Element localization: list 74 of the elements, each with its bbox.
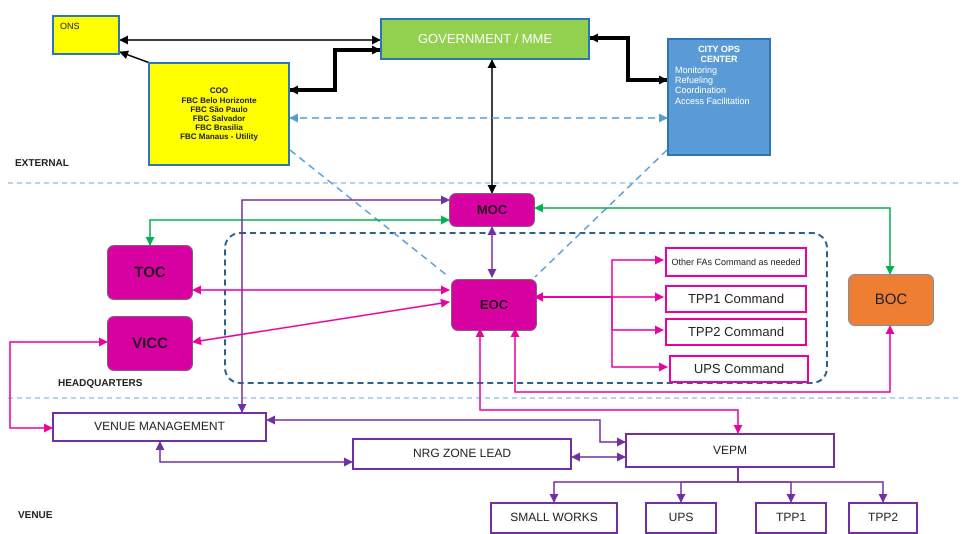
arrow xyxy=(289,114,668,122)
box-label: BOC xyxy=(874,291,908,309)
process-box xyxy=(52,15,120,55)
box-label: Other FAs Command as needed xyxy=(671,256,801,268)
zone-label: EXTERNAL xyxy=(15,158,69,169)
process-box xyxy=(490,502,618,534)
box-text: FBC Salvador xyxy=(192,114,246,124)
box-text: Refueling xyxy=(675,75,714,86)
box-label: VENUE MANAGEMENT xyxy=(94,420,225,434)
arrow xyxy=(589,34,668,84)
box-text: FBC Manaus - Utility xyxy=(180,132,258,142)
box-label: NRG ZONE LEAD xyxy=(412,447,511,461)
process-box xyxy=(352,438,572,470)
arrow xyxy=(192,286,450,294)
box-label: MOC xyxy=(476,202,508,218)
box-label: COO xyxy=(210,86,228,96)
dashed-group-box xyxy=(224,232,828,384)
process-box xyxy=(380,18,590,60)
box-text: Access Facilitation xyxy=(675,96,750,106)
zone-label: VENUE xyxy=(18,510,52,521)
box-label: ONS xyxy=(60,21,80,32)
arrow xyxy=(119,36,381,44)
connector-line xyxy=(534,149,668,278)
arrow xyxy=(571,452,626,462)
rounded-box xyxy=(107,245,193,300)
arrow xyxy=(9,338,108,432)
arrow xyxy=(534,204,894,275)
process-box xyxy=(755,502,827,534)
box-label: TPP1 Command xyxy=(688,292,784,306)
process-box xyxy=(645,502,717,534)
box-label: TPP1 xyxy=(776,511,806,525)
box-label: EOC xyxy=(480,298,508,312)
box-label: TPP2 xyxy=(868,511,898,525)
box-label: VICC xyxy=(132,334,168,352)
box-label: TOC xyxy=(134,264,166,282)
process-box xyxy=(625,433,835,468)
arrow xyxy=(289,46,381,94)
arrow xyxy=(238,196,450,413)
box-label: CITY OPS CENTER xyxy=(697,44,741,65)
process-box xyxy=(665,285,807,313)
box-label: TPP2 Command xyxy=(688,324,784,340)
box-text: FBC Brasilia xyxy=(195,123,243,132)
box-label: VEPM xyxy=(712,444,747,458)
box-label: UPS Command xyxy=(694,362,784,376)
box-label: GOVERNMENT / MME xyxy=(418,32,552,46)
process-box xyxy=(665,247,807,277)
rounded-box xyxy=(107,316,193,371)
process-box xyxy=(669,355,809,383)
arrow xyxy=(476,328,742,434)
arrow xyxy=(488,59,496,194)
arrow xyxy=(488,226,496,278)
arrow xyxy=(510,325,894,393)
box-label: UPS xyxy=(668,511,694,525)
process-box xyxy=(667,38,771,156)
rounded-box xyxy=(449,193,535,227)
zone-label: HEADQUARTERS xyxy=(58,378,142,389)
box-text: FBC São Paulo xyxy=(190,104,248,114)
process-box xyxy=(848,502,918,534)
arrow xyxy=(737,468,888,503)
arrow xyxy=(146,216,450,246)
process-box xyxy=(148,62,290,166)
arrow xyxy=(156,441,353,466)
box-label: SMALL WORKS xyxy=(510,511,598,525)
rounded-box xyxy=(848,274,934,326)
box-text: Monitoring xyxy=(675,64,718,76)
arrow xyxy=(119,50,150,64)
box-text: Coordination xyxy=(675,85,726,96)
arrow xyxy=(192,298,450,346)
box-text: FBC Belo Horizonte xyxy=(181,96,257,105)
arrow xyxy=(266,416,626,446)
arrow xyxy=(534,292,668,372)
process-box xyxy=(52,412,267,442)
rounded-box xyxy=(451,279,537,331)
process-box xyxy=(665,318,807,346)
